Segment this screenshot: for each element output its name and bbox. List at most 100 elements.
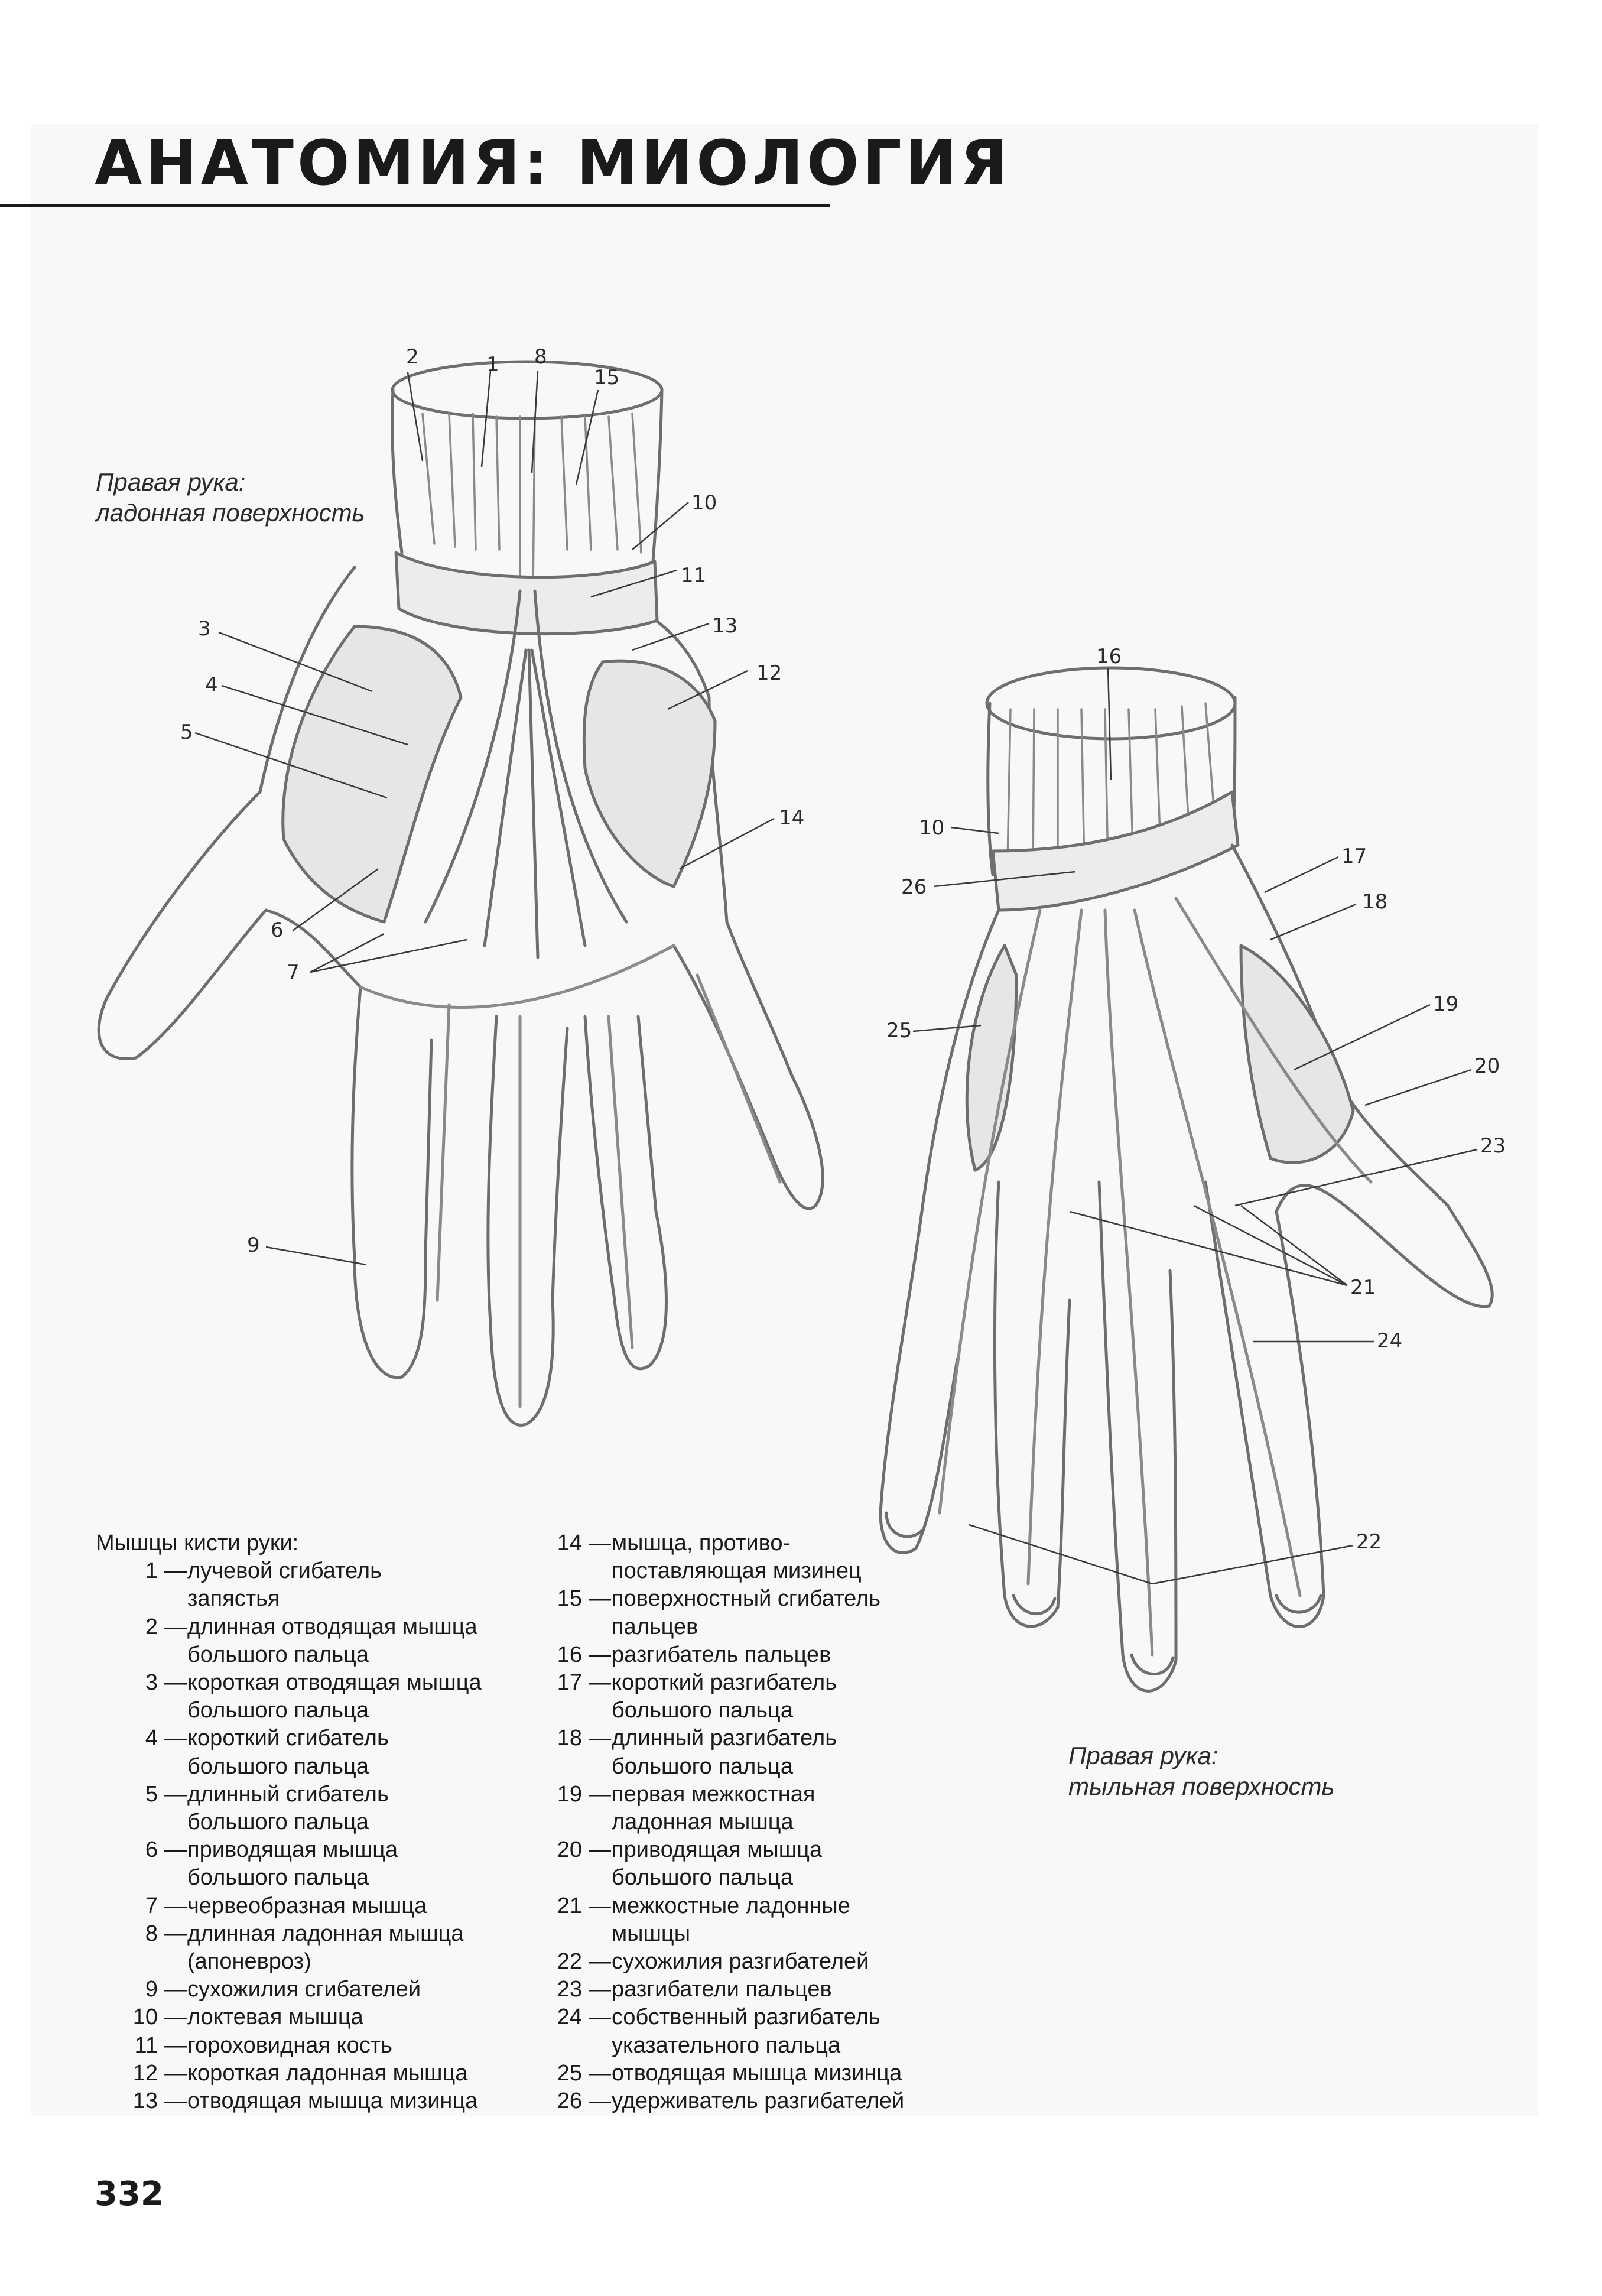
legend-number: 21	[557, 1893, 582, 1918]
dorsal-callout: 23	[1480, 1134, 1506, 1158]
dorsal-callout: 24	[1377, 1329, 1402, 1353]
legend-entry: 11—гороховидная кость	[96, 2032, 482, 2060]
legend-dash: —	[589, 1837, 611, 1863]
legend-number: 9	[145, 1977, 158, 2002]
legend-number: 2	[145, 1614, 158, 1639]
legend-dash: —	[164, 1837, 187, 1863]
legend-number: 17	[557, 1670, 582, 1696]
legend-number: 10	[132, 2005, 158, 2030]
legend-text-continued: большого пальца	[187, 1865, 369, 1891]
legend-text: длинный разгибатель	[612, 1726, 837, 1751]
dorsal-callout: 16	[1096, 645, 1122, 668]
legend-dash: —	[589, 1893, 611, 1918]
legend-number: 5	[145, 1781, 158, 1807]
palmar-callout: 10	[691, 491, 717, 515]
legend-title: Мышцы кисти руки:	[96, 1531, 299, 1555]
legend-dash: —	[164, 1670, 187, 1696]
legend-dash: —	[589, 1642, 611, 1667]
legend-entry: 9—сухожилия сгибателей	[96, 1976, 482, 2003]
legend-text: локтевая мышца	[187, 2005, 363, 2030]
legend-text: разгибатель пальцев	[612, 1642, 831, 1667]
legend-dash: —	[164, 1614, 187, 1639]
palmar-callout: 2	[406, 345, 419, 369]
legend-text-continued: мышцы	[612, 1921, 690, 1946]
page-title: АНАТОМИЯ: МИОЛОГИЯ	[95, 127, 1011, 199]
legend-entry: 7—червеобразная мышца	[96, 1892, 482, 1920]
palmar-callout: 15	[594, 366, 619, 389]
dorsal-callout: 22	[1356, 1530, 1382, 1554]
dorsal-callout: 17	[1341, 845, 1367, 868]
legend-text: отводящая мышца мизинца	[187, 2089, 478, 2114]
dorsal-view-caption: Правая рука: тыльная поверхность	[1068, 1742, 1335, 1800]
legend-text: собственный разгибатель	[612, 2005, 880, 2030]
legend-number: 7	[145, 1893, 158, 1918]
legend-entry: 8—длинная ладонная мышца(апоневроз)	[96, 1920, 482, 1976]
legend-text-continued: большого пальца	[612, 1753, 793, 1779]
legend-number: 8	[145, 1921, 158, 1946]
legend-entry: 26—удерживатель разгибателей	[520, 2087, 904, 2115]
legend-entry: 14—мышца, противо-поставляющая мизинец	[520, 1529, 904, 1585]
palmar-callout: 1	[486, 353, 499, 376]
legend-entry: 23—разгибатели пальцев	[520, 1976, 904, 2003]
legend-number: 22	[557, 1949, 582, 1975]
palmar-callout: 9	[247, 1233, 260, 1257]
legend-text-continued: ладонная мышца	[612, 1810, 794, 1835]
legend-text-continued: (апоневроз)	[187, 1949, 311, 1975]
legend-text: мышца, противо-	[612, 1531, 791, 1555]
palmar-hand-drawing	[97, 360, 824, 1427]
legend-entry: 12—короткая ладонная мышца	[96, 2060, 482, 2087]
dorsal-callout: 26	[901, 875, 927, 899]
legend-number: 19	[557, 1781, 582, 1807]
legend-number: 24	[557, 2005, 582, 2030]
legend-number: 1	[145, 1558, 158, 1584]
legend-dash: —	[589, 1781, 611, 1807]
legend-number: 18	[557, 1726, 582, 1751]
legend-number: 16	[557, 1642, 582, 1667]
legend-text: короткий разгибатель	[612, 1670, 837, 1696]
title-underline	[0, 204, 830, 207]
legend-text: сухожилия сгибателей	[187, 1977, 421, 2002]
palmar-callout: 11	[681, 564, 706, 587]
leader-lines	[194, 371, 1478, 1585]
palmar-callout: 8	[534, 345, 547, 369]
legend-text: короткий сгибатель	[187, 1726, 389, 1751]
legend-dash: —	[164, 1781, 187, 1807]
legend-text-continued: большого пальца	[187, 1698, 369, 1723]
palmar-callout: 4	[205, 673, 218, 697]
legend-number: 20	[557, 1837, 582, 1863]
legend-number: 12	[132, 2060, 158, 2086]
legend-dash: —	[589, 1949, 611, 1975]
legend-dash: —	[589, 1586, 611, 1612]
legend-text: червеобразная мышца	[187, 1893, 427, 1918]
dorsal-callout: 18	[1362, 890, 1387, 914]
legend-text-continued: пальцев	[612, 1614, 698, 1639]
legend-dash: —	[164, 1558, 187, 1584]
legend-text-continued: поставляющая мизинец	[612, 1558, 862, 1584]
legend-text: поверхностный сгибатель	[612, 1586, 881, 1612]
legend-text-continued: большого пальца	[612, 1698, 793, 1723]
palmar-callout: 3	[198, 617, 211, 641]
legend-dash: —	[589, 1670, 611, 1696]
legend-dash: —	[164, 2060, 187, 2086]
legend-text: лучевой сгибатель	[187, 1558, 382, 1584]
dorsal-hand-drawing	[879, 666, 1494, 1693]
legend-number: 11	[134, 2032, 158, 2058]
palmar-callout: 7	[287, 961, 300, 985]
legend-dash: —	[589, 2060, 611, 2086]
legend-text-continued: большого пальца	[187, 1810, 369, 1835]
palmar-view-caption: Правая рука: ладонная поверхность	[96, 468, 365, 527]
dorsal-callout: 19	[1433, 992, 1458, 1016]
legend-number: 15	[557, 1586, 582, 1612]
legend-text-continued: большого пальца	[187, 1642, 369, 1667]
dorsal-callout: 10	[919, 816, 944, 840]
dorsal-callout: 20	[1474, 1054, 1500, 1078]
legend-text: длинный сгибатель	[187, 1781, 389, 1807]
dorsal-callout: 21	[1350, 1276, 1376, 1300]
legend-dash: —	[589, 2005, 611, 2030]
